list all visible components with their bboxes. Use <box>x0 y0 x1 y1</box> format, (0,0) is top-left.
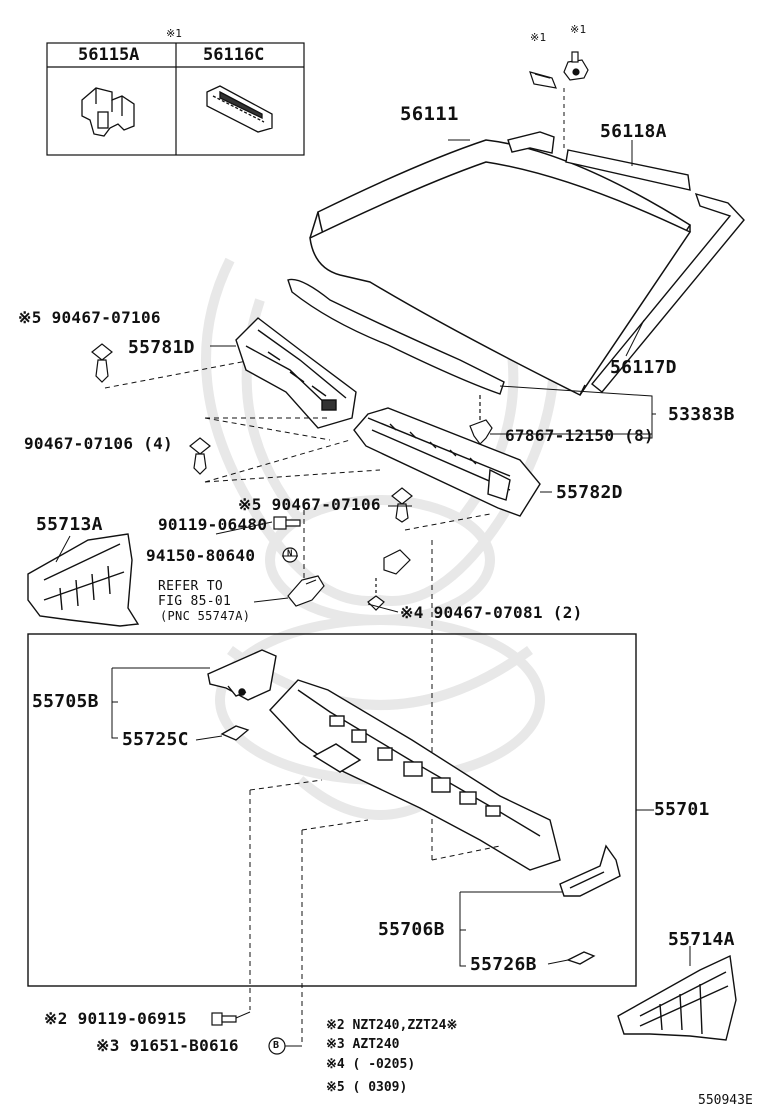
circle-N-label: N <box>287 549 293 559</box>
label-91651-B0616: ※3 91651-B0616 <box>96 1036 239 1055</box>
legend-col-56115A: 56115A <box>78 45 140 65</box>
label-94150-80640: 94150-80640 <box>146 546 256 565</box>
bracket-55747A <box>287 575 325 607</box>
bracket-55705B <box>207 649 277 701</box>
seal-55726B <box>566 951 596 965</box>
dam-53383B <box>287 278 505 395</box>
figure-code: 550943E <box>698 1093 753 1108</box>
side-panel-55713A <box>27 533 140 627</box>
label-55714A: 55714A <box>668 929 735 950</box>
side-panel-55714A <box>617 954 737 1041</box>
label-90119-06480: 90119-06480 <box>158 515 268 534</box>
clip-56115A <box>81 87 135 137</box>
clip-90467-top <box>91 343 113 383</box>
label-56117D: 56117D <box>610 357 677 378</box>
legend-col-56116C: 56116C <box>203 45 265 65</box>
label-56118A: 56118A <box>600 121 667 142</box>
assembly-box-55701 <box>27 633 637 987</box>
label-56111: 56111 <box>400 103 459 125</box>
bolt-90119-06915 <box>211 1012 237 1026</box>
label-67867-12150: 67867-12150 (8) <box>505 426 654 445</box>
label-55726B: 55726B <box>470 954 537 975</box>
label-55782D: 55782D <box>556 482 623 503</box>
label-mark-1a: ※1 <box>530 31 547 44</box>
footnote-2: ※2 NZT240,ZZT24※ <box>326 1018 458 1033</box>
label-55713A: 55713A <box>36 514 103 535</box>
label-53383B: 53383B <box>668 404 735 425</box>
footnote-3: ※3 AZT240 <box>326 1037 400 1052</box>
guide-lines-lower <box>249 779 501 1044</box>
label-refer-to: REFER TO <box>158 579 224 594</box>
label-refer-pnc: (PNC 55747A) <box>160 609 251 623</box>
label-55701: 55701 <box>654 799 710 820</box>
guide-lines-upper <box>204 417 381 483</box>
circle-B-label: B <box>273 1040 280 1051</box>
cowl-panel-55781D <box>235 317 357 429</box>
footnote-5: ※5 ( 0309) <box>326 1080 408 1095</box>
label-90467-07106-top: ※5 90467-07106 <box>18 308 161 327</box>
cowl-panel-55782D <box>353 407 541 517</box>
label-55706B: 55706B <box>378 919 445 940</box>
leader-lines <box>55 139 691 967</box>
clip-small-2 <box>563 51 589 81</box>
label-90119-06915: ※2 90119-06915 <box>44 1009 187 1028</box>
molding-56118A <box>507 131 745 393</box>
footnote-4: ※4 ( -0205) <box>326 1057 416 1072</box>
bracket-55706B <box>559 844 621 897</box>
clip-90467-4 <box>189 437 211 475</box>
cowl-panel-55701 <box>269 679 561 871</box>
label-refer-fig: FIG 85-01 <box>158 594 232 609</box>
label-55725C: 55725C <box>122 729 189 750</box>
bolt-90119-06480 <box>273 516 301 530</box>
legend-box <box>46 42 305 156</box>
clip-small-1 <box>529 71 557 89</box>
label-90467-07081: ※4 90467-07081 (2) <box>400 603 583 622</box>
nut-94150-80640 <box>282 547 298 563</box>
clip-56116C <box>206 85 273 133</box>
clip-67867 <box>469 395 493 445</box>
clip-90467-07081 <box>367 549 411 611</box>
clip-90467-mid <box>391 487 413 523</box>
label-90467-07106-mid: ※5 90467-07106 <box>238 495 381 514</box>
seal-55725C <box>220 725 250 741</box>
legend-mark: ※1 <box>166 27 182 40</box>
guide-lines-mid <box>303 510 491 860</box>
label-mark-1b: ※1 <box>570 23 587 36</box>
label-55781D: 55781D <box>128 337 195 358</box>
label-55705B: 55705B <box>32 691 99 712</box>
label-90467-07106-4: 90467-07106 (4) <box>24 434 173 453</box>
windshield-glass <box>309 139 692 396</box>
